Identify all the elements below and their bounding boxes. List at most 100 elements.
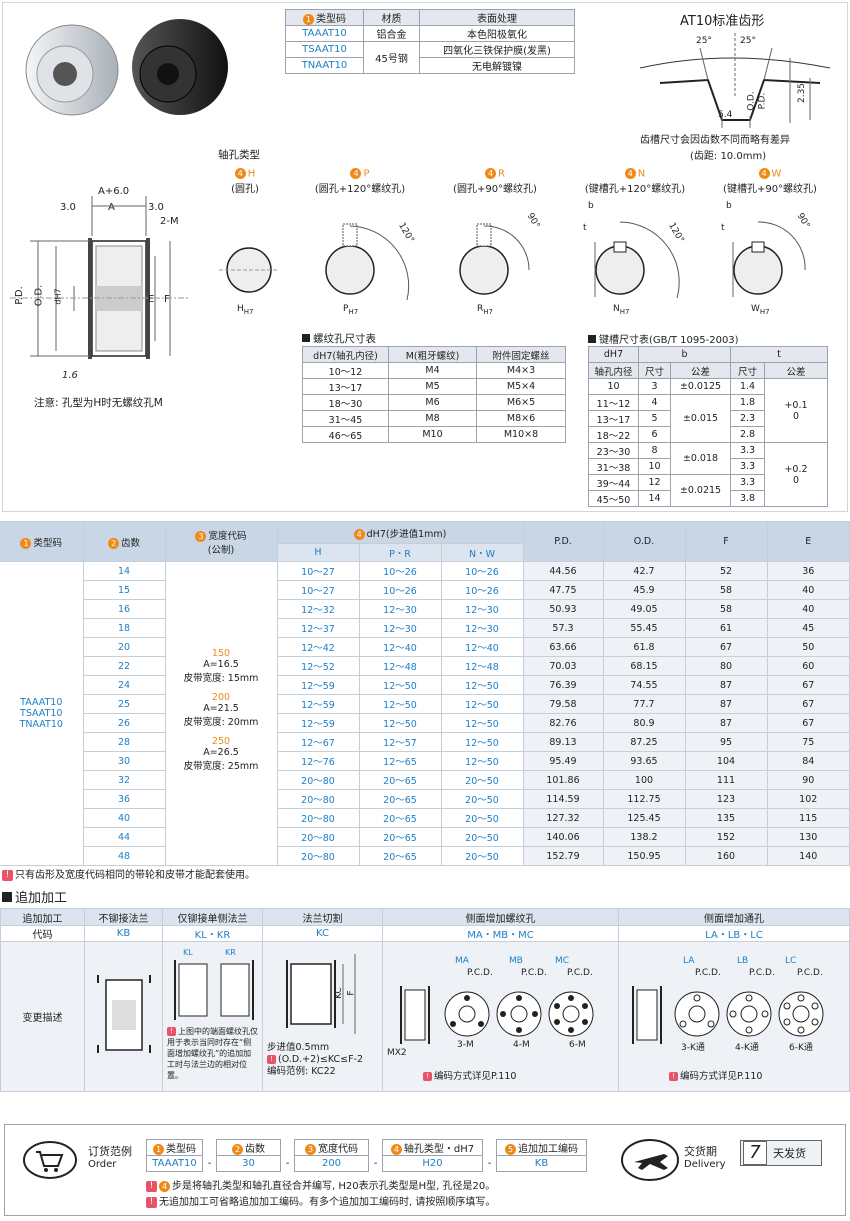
spec-cell: 20～50 [441, 808, 524, 828]
screw-cell: 13～17 [302, 378, 389, 395]
screw-cell: M10 [388, 426, 477, 443]
bore-sub-r: H7 [483, 307, 493, 316]
spec-cell: 20～80 [277, 846, 360, 866]
h-h: H [277, 543, 360, 562]
spec-cell: 40 [767, 599, 850, 619]
order-note-2: !无追加加工可省略追加加工编码。有多个追加加工编码时, 请按照顺序填写。 [146, 1193, 495, 1208]
type-code: TSAAT10 [20, 708, 63, 719]
spec-cell: 111 [685, 770, 768, 790]
spec-cell: 45 [767, 618, 850, 638]
o-v5: KB [496, 1155, 587, 1172]
kl-note: !上图中的端面螺纹孔仅用于表示当同时存在“侧面增加螺纹孔”的追加加工时与法兰边的… [167, 1027, 258, 1080]
spec-cell: 44.56 [523, 561, 604, 581]
spec-cell: 12～30 [441, 618, 524, 638]
type-code: TNAAT10 [19, 719, 63, 730]
spec-cell: 138.2 [603, 827, 686, 847]
o-h3: 宽度代码 [318, 1144, 358, 1155]
spec-cell: 87 [685, 694, 768, 714]
dim-16: 1.6 [62, 370, 78, 381]
key-cell: 45～50 [588, 490, 639, 507]
pcd-b: P.C.D. [521, 968, 547, 978]
h-width: 宽度代码 [208, 530, 247, 542]
tooth-profile-drawing [639, 33, 831, 128]
pcd-lb: P.C.D. [749, 968, 775, 978]
type-code: TNAAT10 [285, 57, 364, 74]
delivery-unit: 天发货 [773, 1147, 806, 1160]
material-header: 材质 [363, 9, 420, 26]
teeth-cell: 18 [83, 618, 166, 638]
spec-cell: 20～80 [277, 789, 360, 809]
type-code-header: 类型码 [316, 14, 346, 25]
no-flange-drawing [96, 975, 151, 1055]
bore-code-n: N [637, 168, 646, 180]
bore-desc-p: (圆孔+120°螺纹孔) [314, 183, 406, 195]
key-cell: 2.8 [730, 426, 765, 443]
teeth-cell: 28 [83, 732, 166, 752]
h-pd: P.D. [523, 521, 604, 562]
a-col-ma: 侧面增加螺纹孔 [382, 908, 619, 926]
m3-label: 3-M [457, 1040, 474, 1050]
spec-cell: 87.25 [603, 732, 686, 752]
bore-desc-h: (圆孔) [231, 183, 259, 195]
o-h5: 追加加工编码 [518, 1144, 578, 1155]
pulley-photo [25, 19, 228, 116]
key-cell: 12 [638, 474, 671, 491]
o-v3: 200 [294, 1155, 369, 1172]
bore-sub-p: H7 [348, 307, 359, 316]
delivery-days: 7 [743, 1141, 767, 1165]
bore-desc-n: (键槽孔+120°螺纹孔) [584, 183, 686, 195]
bore-w-icon [732, 221, 806, 297]
spec-cell: 12～32 [277, 599, 360, 619]
teeth-cell: 40 [83, 808, 166, 828]
spec-cell: 12～67 [277, 732, 360, 752]
bore-code-h: H [247, 168, 256, 180]
teeth-cell: 26 [83, 713, 166, 733]
spec-cell: 123 [685, 789, 768, 809]
la-label: LA [683, 956, 695, 966]
spec-cell: 36 [767, 561, 850, 581]
spec-cell: 135 [685, 808, 768, 828]
spec-cell: 40 [767, 580, 850, 600]
spec-cell: 10～26 [359, 561, 442, 581]
teeth-cell: 32 [83, 770, 166, 790]
spec-cell: 12～50 [359, 694, 442, 714]
screw-table-title: 螺纹孔尺寸表 [302, 331, 376, 346]
key-table-title: 键槽尺寸表(GB/T 1095-2003) [588, 331, 739, 346]
kl-note-text: 上图中的端面螺纹孔仅用于表示当同时存在“侧面增加螺纹孔”的追加加工时与法兰边的相… [167, 1027, 258, 1080]
teeth-cell: 15 [83, 580, 166, 600]
dim-pd: P.D. [757, 92, 768, 110]
a-code-la: LA・LB・LC [618, 925, 850, 942]
type-code: TAAAT10 [20, 697, 63, 708]
a-col-kc: 法兰切割 [262, 908, 383, 926]
key-cell: ±0.015 [670, 394, 731, 443]
h-f: F [685, 521, 768, 562]
pcd-a: P.C.D. [467, 968, 493, 978]
additional-title: 追加加工 [2, 887, 67, 906]
h-teeth: 齿数 [120, 537, 140, 549]
kc-example: 编码范例: KC22 [267, 1066, 336, 1077]
screw-cell: M5 [388, 378, 477, 395]
mb-label: MB [509, 956, 523, 966]
spec-cell: 12～50 [359, 713, 442, 733]
spec-cell: 12～50 [359, 675, 442, 695]
pcd-la: P.C.D. [695, 968, 721, 978]
spec-cell: 12～40 [441, 637, 524, 657]
key-cell: 11～12 [588, 394, 639, 411]
spec-cell: 87 [685, 713, 768, 733]
kr-label: KR [225, 948, 236, 957]
spec-cell: 87 [685, 675, 768, 695]
finish-header: 表面处理 [419, 9, 575, 26]
dim-235: 2.35 [797, 82, 808, 104]
spec-cell: 12～50 [441, 713, 524, 733]
key-b-w: b [726, 201, 732, 211]
